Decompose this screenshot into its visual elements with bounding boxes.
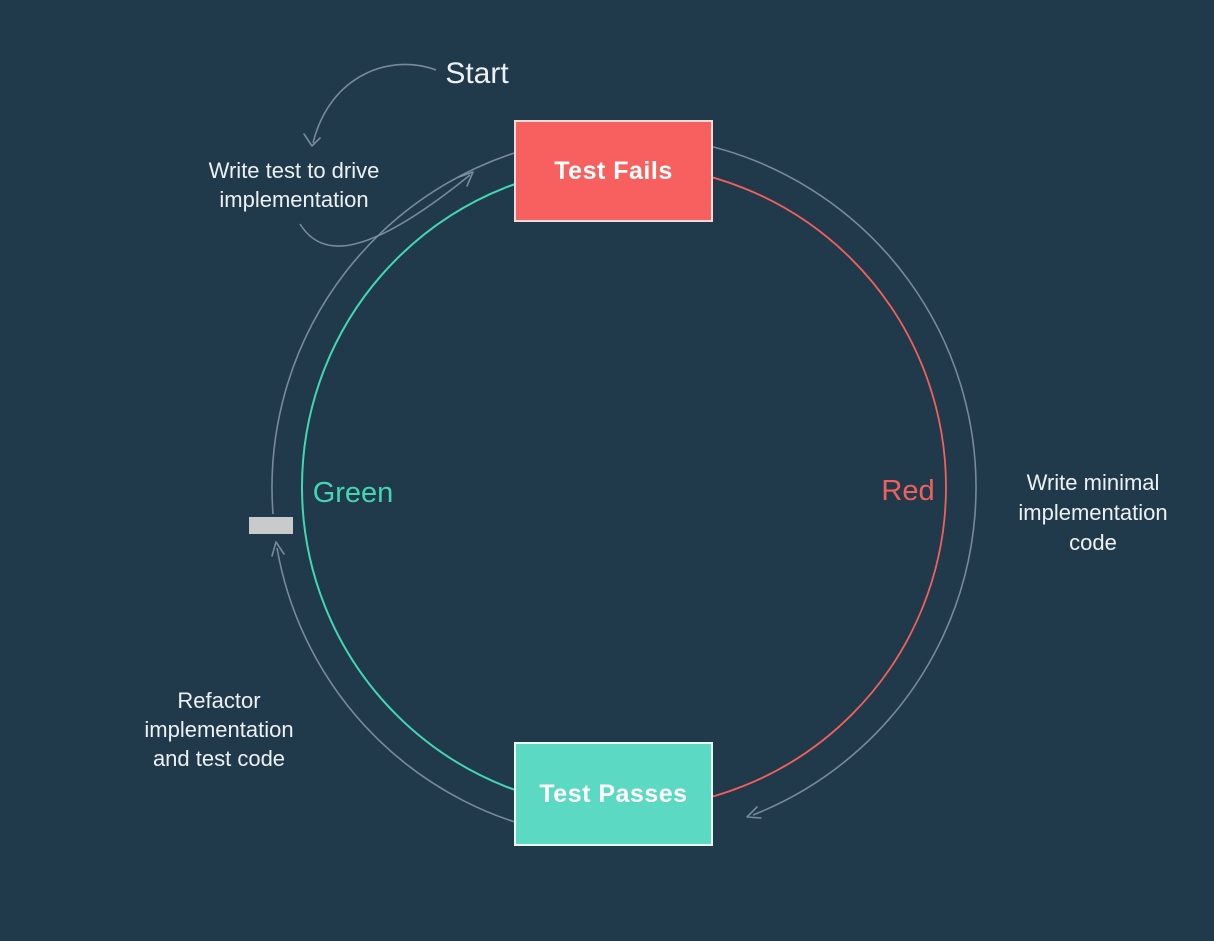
- start-arrowhead-icon: [303, 133, 321, 147]
- write-test-arrow: [299, 174, 471, 247]
- test-passes-node: Test Passes: [514, 742, 713, 846]
- start-arrow: [312, 63, 437, 144]
- write-test-annotation: Write test to drive implementation: [208, 158, 380, 212]
- write-test-arrowhead-icon: [458, 171, 474, 187]
- test-fails-node: Test Fails: [514, 120, 713, 222]
- write-minimal-annotation: Write minimal implementation code: [1018, 470, 1168, 555]
- outer-cycle-arc-bottom-left: [276, 547, 564, 835]
- start-label: Start: [445, 57, 509, 90]
- green-arc: [301, 164, 625, 810]
- cycle-arrowhead-bottom-icon: [746, 806, 762, 819]
- red-phase-label: Red: [881, 475, 935, 507]
- green-phase-label: Green: [312, 477, 394, 509]
- test-passes-label: Test Passes: [539, 779, 688, 808]
- outer-cycle-arc-top: [271, 134, 977, 816]
- red-arc: [623, 164, 947, 810]
- refactor-marker: [249, 517, 293, 534]
- refactor-annotation: Refactor implementation and test code: [144, 688, 294, 771]
- test-fails-label: Test Fails: [554, 156, 673, 185]
- cycle-arrowhead-left-icon: [271, 541, 285, 557]
